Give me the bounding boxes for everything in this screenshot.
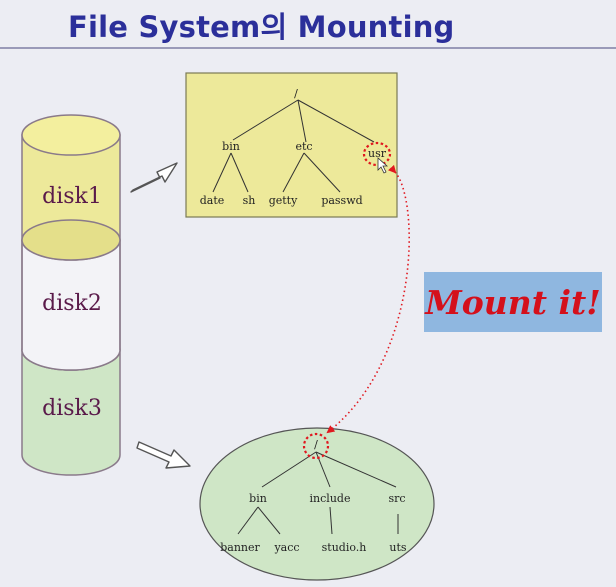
slide-title: File System의 Mounting — [68, 10, 455, 44]
root-mount-marker — [302, 432, 330, 460]
mounted-file-system-tree: / bin include src banner yacc studio.h u… — [199, 427, 435, 581]
tree-bottom-studio: studio.h — [322, 541, 367, 554]
disk1-top — [21, 114, 121, 156]
disk1-to-tree-arrow — [130, 162, 178, 193]
tree-bottom-banner: banner — [220, 541, 260, 554]
title-divider — [0, 47, 616, 49]
tree-bottom-uts: uts — [389, 541, 407, 554]
tree-top-bin: bin — [222, 140, 240, 153]
tree-bottom-src: src — [388, 492, 405, 505]
tree-top-date: date — [200, 194, 225, 207]
root-file-system-tree: / bin etc usr date sh getty passwd — [185, 72, 398, 218]
tree-bottom-root: / — [314, 438, 318, 451]
disk-stack: disk1 disk2 disk3 — [21, 114, 121, 476]
disk2-label: disk2 — [42, 291, 102, 316]
tree-top-etc: etc — [295, 140, 312, 153]
mount-it-label: Mount it! — [424, 272, 602, 332]
disk1-label: disk1 — [42, 184, 102, 209]
tree-top-sh: sh — [243, 194, 256, 207]
disk3-label: disk3 — [42, 396, 102, 421]
usr-mount-point-marker — [362, 141, 392, 167]
disk2-body — [21, 239, 121, 371]
tree-top-usr: usr — [368, 147, 387, 160]
tree-bottom-yacc: yacc — [273, 541, 299, 554]
tree-top-getty: getty — [269, 194, 298, 207]
tree-top-passwd: passwd — [321, 194, 362, 207]
disk3-to-tree-arrow — [136, 441, 191, 469]
mount-link-arrow — [326, 164, 410, 434]
tree-top-root: / — [294, 87, 298, 100]
disk1-bottom-rim — [21, 219, 121, 261]
tree-bottom-ellipse — [199, 427, 435, 581]
tree-bottom-bin: bin — [249, 492, 267, 505]
tree-bottom-include: include — [310, 492, 351, 505]
